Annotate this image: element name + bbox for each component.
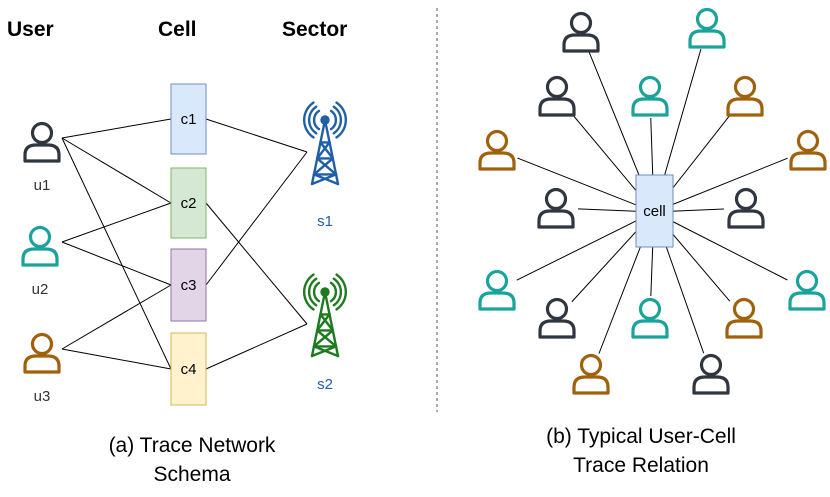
edge-u2-c3	[61, 241, 172, 286]
edge-c2-s2	[205, 202, 308, 325]
ring-user-icon-7	[537, 187, 575, 229]
ring-user-icon-5	[478, 129, 516, 171]
header-sector: Sector	[282, 18, 347, 41]
ring-user-icon-14	[572, 353, 610, 395]
ring-user-icon-4	[726, 75, 764, 117]
edge-u1-c2	[61, 137, 172, 204]
ring-user-icon-3	[631, 75, 669, 117]
cell-label-c3: c3	[181, 277, 197, 294]
ring-user-icon-1	[688, 7, 726, 49]
ring-user-icon-9	[478, 269, 516, 311]
user-icon-u3	[23, 332, 61, 374]
ring-user-icon-11	[538, 297, 576, 339]
user-label-u2: u2	[32, 281, 49, 298]
cell-node-c1: c1	[170, 83, 207, 155]
ring-user-icon-10	[788, 269, 826, 311]
edge-u1-c1	[61, 118, 172, 139]
header-cell: Cell	[158, 18, 197, 41]
left-edges	[61, 118, 308, 370]
caption-a-line2: Schema	[153, 463, 230, 486]
center-cell-label: cell	[643, 203, 666, 220]
ring-user-icon-0	[562, 11, 600, 53]
ring-edge-9	[516, 211, 655, 281]
cell-node-c4: c4	[170, 332, 207, 406]
caption-b-line1: (b) Typical User-Cell	[546, 425, 736, 448]
user-icon-u2	[21, 225, 59, 267]
ring-user-icon-6	[789, 129, 827, 171]
center-cell-node: cell	[635, 174, 674, 248]
ring-edge-10	[653, 211, 788, 281]
cell-label-c4: c4	[181, 361, 197, 378]
edge-u3-c3	[61, 284, 172, 350]
left-nodes: c1 c2 c3 c4 u1 u2 u3 s1 s2	[21, 83, 347, 406]
cell-label-c1: c1	[181, 111, 197, 128]
user-label-u1: u1	[34, 177, 51, 194]
ring-user-icon-15	[692, 353, 730, 395]
cell-node-c3: c3	[170, 248, 207, 322]
edge-c4-s2	[205, 323, 308, 370]
cell-node-c2: c2	[170, 167, 207, 239]
sector-label-s2: s2	[317, 376, 333, 393]
ring-user-icon-12	[631, 297, 669, 339]
header-user: User	[7, 18, 54, 41]
sector-label-s1: s1	[317, 213, 333, 230]
ring-edge-6	[653, 157, 788, 213]
edge-u3-c4	[61, 348, 172, 370]
caption-b-line2: Trace Relation	[573, 454, 709, 477]
edge-u1-c4	[61, 137, 172, 370]
ring-edge-5	[517, 157, 655, 213]
ring-user-icon-13	[725, 297, 763, 339]
edge-u2-c2	[61, 202, 172, 243]
caption-a-line1: (a) Trace Network	[109, 434, 276, 457]
cell-label-c2: c2	[181, 195, 197, 212]
ring-user-icon-2	[538, 75, 576, 117]
edge-c1-s1	[205, 118, 308, 153]
edge-c3-s1	[205, 151, 308, 286]
tower-icon-s2	[303, 273, 347, 358]
tower-icon-s1	[303, 101, 347, 186]
user-label-u3: u3	[34, 388, 51, 405]
right-nodes: cell	[478, 7, 827, 395]
ring-user-icon-8	[727, 187, 765, 229]
user-icon-u1	[23, 121, 61, 163]
